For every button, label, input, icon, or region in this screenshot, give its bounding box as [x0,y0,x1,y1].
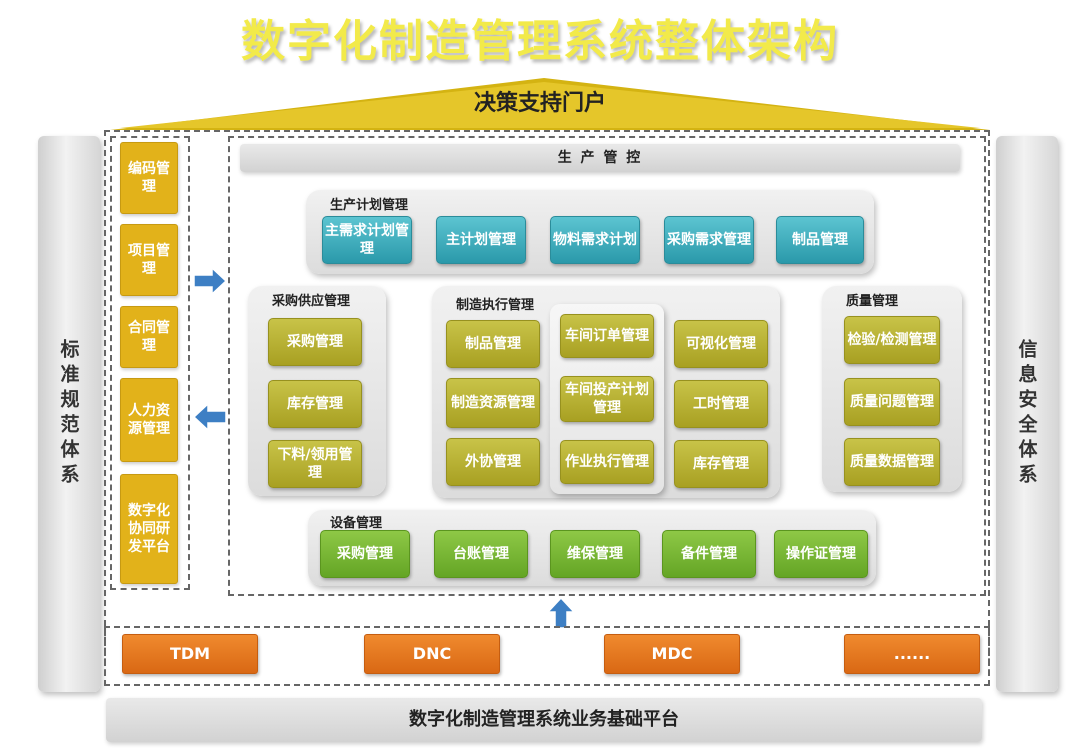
exec-job-execution-button[interactable]: 作业执行管理 [560,440,654,484]
plan-master-schedule-button[interactable]: 主计划管理 [436,216,526,264]
production-planning-title: 生产计划管理 [330,198,409,213]
exec-outsourcing-button[interactable]: 外协管理 [446,438,540,486]
arrow-right-icon [193,266,228,296]
left-item-rd-platform[interactable]: 数字化协同研发平台 [120,474,178,584]
exec-inventory-button[interactable]: 库存管理 [674,440,768,488]
plan-purchase-demand-button[interactable]: 采购需求管理 [664,216,754,264]
system-dnc-button[interactable]: DNC [364,634,500,674]
exec-resource-button[interactable]: 制造资源管理 [446,378,540,428]
quality-data-button[interactable]: 质量数据管理 [844,438,940,486]
main-title: 数字化制造管理系统整体架构 [241,16,839,67]
plan-wip-button[interactable]: 制品管理 [776,216,864,264]
procurement-issue-button[interactable]: 下料/领用管理 [268,440,362,488]
equipment-title: 设备管理 [330,516,383,531]
system-more-button[interactable]: ...... [844,634,980,674]
arrow-left-icon [192,402,227,432]
exec-shop-order-button[interactable]: 车间订单管理 [560,314,654,358]
exec-wip-button[interactable]: 制品管理 [446,320,540,368]
quality-title: 质量管理 [846,294,899,309]
procurement-title: 采购供应管理 [272,294,351,309]
system-tdm-button[interactable]: TDM [122,634,258,674]
left-item-coding[interactable]: 编码管理 [120,142,178,214]
roof-triangle [110,78,990,130]
right-pillar-label: 信息安全体系 [1015,339,1038,489]
manufacturing-execution-title: 制造执行管理 [456,298,535,313]
production-control-box [228,136,986,596]
exec-production-plan-button[interactable]: 车间投产计划管理 [560,376,654,422]
exec-visual-button[interactable]: 可视化管理 [674,320,768,368]
procurement-purchase-button[interactable]: 采购管理 [268,318,362,366]
left-item-project[interactable]: 项目管理 [120,224,178,296]
left-item-contract[interactable]: 合同管理 [120,306,178,368]
system-mdc-button[interactable]: MDC [604,634,740,674]
quality-inspection-button[interactable]: 检验/检测管理 [844,316,940,364]
equipment-spare-parts-button[interactable]: 备件管理 [662,530,756,578]
left-pillar: 标准规范体系 [38,136,100,692]
production-control-bar: 生 产 管 控 [240,144,960,172]
equipment-maintenance-button[interactable]: 维保管理 [550,530,640,578]
platform-bar: 数字化制造管理系统业务基础平台 [106,698,982,742]
equipment-license-button[interactable]: 操作证管理 [774,530,868,578]
quality-issue-button[interactable]: 质量问题管理 [844,378,940,426]
equipment-purchase-button[interactable]: 采购管理 [320,530,410,578]
left-pillar-label: 标准规范体系 [57,339,80,489]
arrow-up-icon [546,596,576,629]
plan-master-demand-button[interactable]: 主需求计划管理 [322,216,412,264]
plan-material-requirement-button[interactable]: 物料需求计划 [550,216,640,264]
exec-labor-hours-button[interactable]: 工时管理 [674,380,768,428]
right-pillar: 信息安全体系 [996,136,1058,692]
left-modules-box [110,136,190,590]
systems-box [104,626,990,686]
roof-label: 决策支持门户 [473,91,606,116]
left-item-hr[interactable]: 人力资源管理 [120,378,178,462]
equipment-ledger-button[interactable]: 台账管理 [434,530,528,578]
procurement-inventory-button[interactable]: 库存管理 [268,380,362,428]
